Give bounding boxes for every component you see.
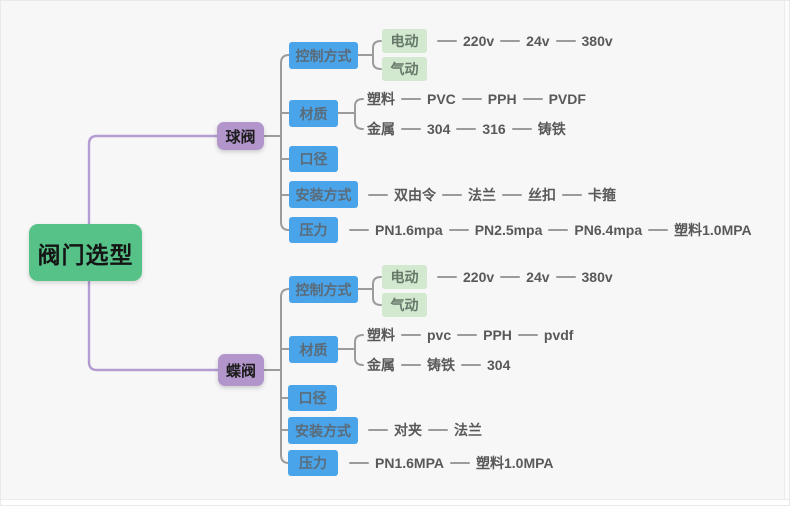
leaf-node[interactable]: 对夹 <box>394 422 422 438</box>
subnode-electric[interactable]: 电动 <box>382 29 427 53</box>
leaf-node[interactable]: 塑料1.0MPA <box>674 222 752 238</box>
category-pressure[interactable]: 压力 <box>288 450 338 476</box>
connector-dash <box>349 229 369 231</box>
leaf-node[interactable]: 24v <box>526 33 550 49</box>
leaf-node[interactable]: 铸铁 <box>427 357 455 373</box>
leaf-node[interactable]: PPH <box>487 91 517 107</box>
leaf-node[interactable]: PN1.6MPA <box>375 455 444 471</box>
leaf-node[interactable]: 法兰 <box>468 187 496 203</box>
connector-dash <box>448 229 469 231</box>
leaf-node[interactable]: 380v <box>581 269 613 285</box>
leaf-node[interactable]: PVDF <box>548 91 586 107</box>
category-material[interactable]: 材质 <box>289 100 338 127</box>
branch-ball-valve[interactable]: 球阀 <box>217 122 264 150</box>
leaf-node[interactable]: 380v <box>581 33 613 49</box>
chain-ball-installation: 双由令 法兰 丝扣 卡箍 <box>362 185 616 205</box>
connector-dash <box>401 98 421 100</box>
connector-dash <box>461 364 481 366</box>
connector-dash <box>500 276 521 278</box>
leaf-node[interactable]: PN6.4mpa <box>574 222 643 238</box>
connector-dash <box>368 194 388 196</box>
connector-dash <box>511 128 532 130</box>
category-control-mode[interactable]: 控制方式 <box>289 42 358 69</box>
connector-dash <box>368 429 388 431</box>
category-diameter[interactable]: 口径 <box>288 385 337 411</box>
chain-ball-plastic: 塑料 PVC PPH PVDF <box>367 89 586 109</box>
leaf-node[interactable]: 304 <box>487 357 511 373</box>
connector-dash <box>522 98 543 100</box>
leaf-node[interactable]: 卡箍 <box>588 187 616 203</box>
connector-dash <box>548 229 569 231</box>
connector-dash <box>428 429 448 431</box>
leaf-node[interactable]: 塑料 <box>367 327 395 343</box>
root-node[interactable]: 阀门选型 <box>29 224 142 281</box>
category-diameter[interactable]: 口径 <box>289 146 338 172</box>
connector-dash <box>555 40 576 42</box>
connector-dash <box>457 334 478 336</box>
chain-ball-metal: 金属 304 316 铸铁 <box>367 119 566 139</box>
category-installation[interactable]: 安装方式 <box>288 417 358 444</box>
leaf-node[interactable]: 金属 <box>367 121 395 137</box>
connector-dash <box>437 40 457 42</box>
chain-butterfly-electric: 220v 24v 380v <box>431 269 613 285</box>
leaf-node[interactable]: PPH <box>483 327 512 343</box>
connector-dash <box>437 276 457 278</box>
leaf-node[interactable]: pvc <box>427 327 452 343</box>
leaf-node[interactable]: 塑料 <box>367 91 395 107</box>
connector-dash <box>449 462 470 464</box>
branch-butterfly-valve[interactable]: 蝶阀 <box>218 354 264 386</box>
leaf-node[interactable]: 24v <box>526 269 550 285</box>
category-installation[interactable]: 安装方式 <box>289 181 358 208</box>
canvas-bottom-strip <box>1 499 789 505</box>
chain-ball-pressure: PN1.6mpa PN2.5mpa PN6.4mpa 塑料1.0MPA <box>343 220 752 240</box>
leaf-node[interactable]: PVC <box>427 91 456 107</box>
connector-dash <box>456 128 477 130</box>
connector-dash <box>442 194 462 196</box>
leaf-node[interactable]: 金属 <box>367 357 395 373</box>
subnode-pneumatic[interactable]: 气动 <box>382 57 427 81</box>
chain-ball-electric: 220v 24v 380v <box>431 33 613 49</box>
connector-dash <box>461 98 482 100</box>
canvas-right-strip <box>784 1 789 505</box>
leaf-node[interactable]: pvdf <box>543 327 574 343</box>
subnode-electric[interactable]: 电动 <box>382 265 427 289</box>
subnode-pneumatic[interactable]: 气动 <box>382 293 427 317</box>
leaf-node[interactable]: 304 <box>427 121 451 137</box>
leaf-node[interactable]: PN2.5mpa <box>474 222 543 238</box>
category-control-mode[interactable]: 控制方式 <box>289 276 358 303</box>
category-pressure[interactable]: 压力 <box>289 217 338 243</box>
leaf-node[interactable]: 法兰 <box>454 422 482 438</box>
chain-butterfly-installation: 对夹 法兰 <box>362 420 482 440</box>
connector-dash <box>401 334 421 336</box>
leaf-node[interactable]: 铸铁 <box>537 121 566 137</box>
leaf-node[interactable]: PN1.6mpa <box>375 222 443 238</box>
chain-butterfly-metal: 金属 铸铁 304 <box>367 355 510 375</box>
leaf-node[interactable]: 丝扣 <box>528 187 556 203</box>
connector-dash <box>648 229 669 231</box>
connector-dash <box>401 364 421 366</box>
connector-dash <box>562 194 582 196</box>
category-material[interactable]: 材质 <box>289 336 338 363</box>
leaf-node[interactable]: 双由令 <box>394 187 436 203</box>
connector-dash <box>555 276 576 278</box>
chain-butterfly-pressure: PN1.6MPA 塑料1.0MPA <box>343 453 554 473</box>
connector-dash <box>517 334 538 336</box>
leaf-node[interactable]: 316 <box>482 121 506 137</box>
leaf-node[interactable]: 220v <box>463 33 495 49</box>
connector-dash <box>401 128 421 130</box>
chain-butterfly-plastic: 塑料 pvc PPH pvdf <box>367 325 573 345</box>
connector-dash <box>349 462 369 464</box>
leaf-node[interactable]: 塑料1.0MPA <box>475 455 554 471</box>
leaf-node[interactable]: 220v <box>463 269 495 285</box>
connector-dash <box>502 194 522 196</box>
gray-connectors <box>263 40 382 464</box>
connector-dash <box>500 40 521 42</box>
